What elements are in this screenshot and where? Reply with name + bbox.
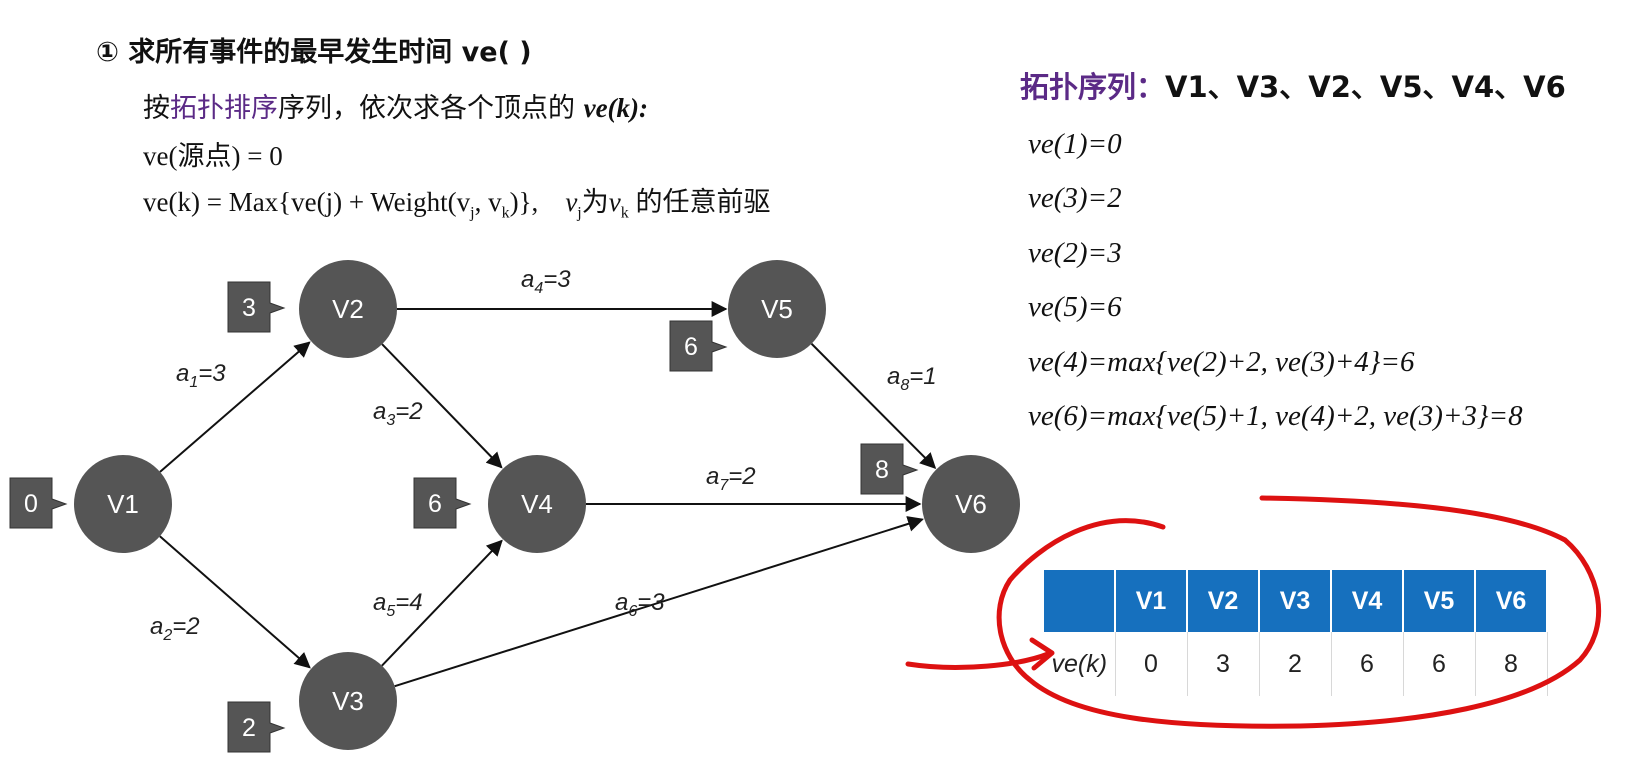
edge-label: a3=2 (373, 398, 423, 429)
ve-cell: 8 (1475, 632, 1548, 696)
ve-cell: 2 (1259, 632, 1332, 696)
topo-label: 拓扑序列： (1020, 70, 1166, 104)
node-v3: V3 (299, 652, 397, 750)
node-circle (922, 455, 1020, 553)
node-label: V3 (332, 686, 364, 716)
instruction-prefix: 按 (143, 93, 170, 124)
ve-table-header-row: V1 V2 V3 V4 V5 V6 (1044, 570, 1548, 632)
ve-row-label: ve(k) (1044, 632, 1116, 696)
ve-badge-v4: 6 (413, 477, 472, 529)
ve-badge-value: 6 (428, 490, 442, 518)
ve-badge-value: 8 (875, 456, 889, 484)
ve-badge-shape (860, 443, 919, 495)
ve-step: ve(2)=3 (1028, 236, 1122, 269)
formula-source: ve(源点) = 0 (143, 141, 283, 171)
ve-badge-v6: 8 (860, 443, 919, 495)
formula-sub-k: k (501, 204, 510, 222)
instruction-line: 按拓扑排序序列，依次求各个顶点的 ve(k): (143, 86, 648, 125)
topo-sequence-line: 拓扑序列：V1、V3、V2、V5、V4、V6 (1020, 64, 1566, 106)
ve-cell: 6 (1331, 632, 1404, 696)
ve-badge-v3: 2 (227, 701, 286, 753)
ve-table-header: V2 (1187, 570, 1260, 632)
note-sub-j: j (577, 204, 582, 222)
ve-badge-v1: 0 (9, 477, 68, 529)
edge-v1-v2 (159, 341, 311, 473)
ve-table-header: V6 (1475, 570, 1548, 632)
section-heading: ① 求所有事件的最早发生时间 ve( ) (96, 37, 532, 68)
note-text: 为 (581, 187, 609, 217)
formula-general: ve(k) = Max{ve(j) + Weight(vj, vk)}, vj为… (143, 180, 770, 222)
ve-badge-v5: 6 (669, 320, 728, 372)
edge-label: a2=2 (150, 613, 200, 644)
ve-table-header: V1 (1115, 570, 1188, 632)
note-v2: v (608, 187, 621, 217)
ve-step: ve(5)=6 (1028, 291, 1122, 324)
instruction-suffix: 序列，依次求各个顶点的 (278, 93, 575, 124)
node-circle (728, 260, 826, 358)
node-label: V6 (955, 489, 987, 519)
formula-end: )}, (509, 187, 539, 217)
node-v5: V5 (728, 260, 826, 358)
ve-table-header: V3 (1259, 570, 1332, 632)
node-v1: V1 (74, 455, 172, 553)
edge-label: a7=2 (706, 463, 756, 494)
ve-step: ve(4)=max{ve(2)+2, ve(3)+4}=6 (1028, 345, 1415, 378)
ve-table-header: V4 (1331, 570, 1404, 632)
ve-badge-value: 3 (242, 294, 256, 322)
ve-step: ve(1)=0 (1028, 128, 1122, 160)
ve-badge-value: 0 (24, 490, 38, 518)
edge-v3-v6 (394, 516, 924, 688)
ve-badge-shape (227, 281, 286, 333)
node-circle (299, 652, 397, 750)
edge-v2-v4 (381, 343, 503, 469)
formula-mid: , v (474, 187, 502, 217)
ve-steps: ve(1)=0 ve(3)=2 ve(2)=3 ve(5)=6 ve(4)=ma… (1028, 117, 1523, 443)
ve-badge-v2: 3 (227, 281, 286, 333)
edge-label: a5=4 (373, 589, 423, 620)
edge-label: a4=3 (521, 266, 571, 297)
ve-cell: 3 (1187, 632, 1260, 696)
edge-label: a6=3 (615, 589, 665, 620)
edge-label: a8=1 (887, 363, 937, 394)
formula-main: ve(k) = Max{ve(j) + Weight(v (143, 187, 471, 217)
node-circle (488, 455, 586, 553)
node-label: V5 (761, 294, 793, 324)
ve-k-term: ve(k): (583, 93, 649, 123)
node-v4: V4 (488, 455, 586, 553)
note-sub-k: k (620, 204, 629, 222)
node-v2: V2 (299, 260, 397, 358)
ve-step: ve(3)=2 (1028, 182, 1122, 215)
ve-cell: 6 (1403, 632, 1476, 696)
note-end: 的任意前驱 (628, 187, 771, 217)
node-label: V4 (521, 489, 553, 519)
edge-label: a1=3 (176, 360, 226, 391)
ve-badge-value: 6 (684, 333, 698, 361)
ve-badge-value: 2 (242, 714, 256, 742)
edge-v3-v4 (381, 539, 503, 667)
node-circle (299, 260, 397, 358)
ve-badge-shape (413, 477, 472, 529)
ve-table-corner (1044, 570, 1116, 632)
ve-table-row: ve(k) 0 3 2 6 6 8 (1044, 632, 1548, 696)
node-label: V1 (107, 489, 139, 519)
ve-step: ve(6)=max{ve(5)+1, ve(4)+2, ve(3)+3}=8 (1028, 399, 1523, 432)
formula-sub-j: j (470, 204, 475, 222)
node-circle (74, 455, 172, 553)
note-v: v (565, 187, 578, 217)
ve-badge-shape (9, 477, 68, 529)
ve-badge-shape (227, 701, 286, 753)
node-v6: V6 (922, 455, 1020, 553)
ve-badge-shape (669, 320, 728, 372)
node-label: V2 (332, 294, 364, 324)
ve-cell: 0 (1115, 632, 1188, 696)
topo-sequence: V1、V3、V2、V5、V4、V6 (1165, 70, 1566, 104)
edge-v5-v6 (810, 343, 937, 469)
topo-sort-term: 拓扑排序 (170, 93, 278, 124)
ve-table-header: V5 (1403, 570, 1476, 632)
edge-v1-v3 (159, 535, 311, 669)
ve-table: V1 V2 V3 V4 V5 V6 ve(k) 0 3 2 6 6 8 (1044, 570, 1548, 696)
